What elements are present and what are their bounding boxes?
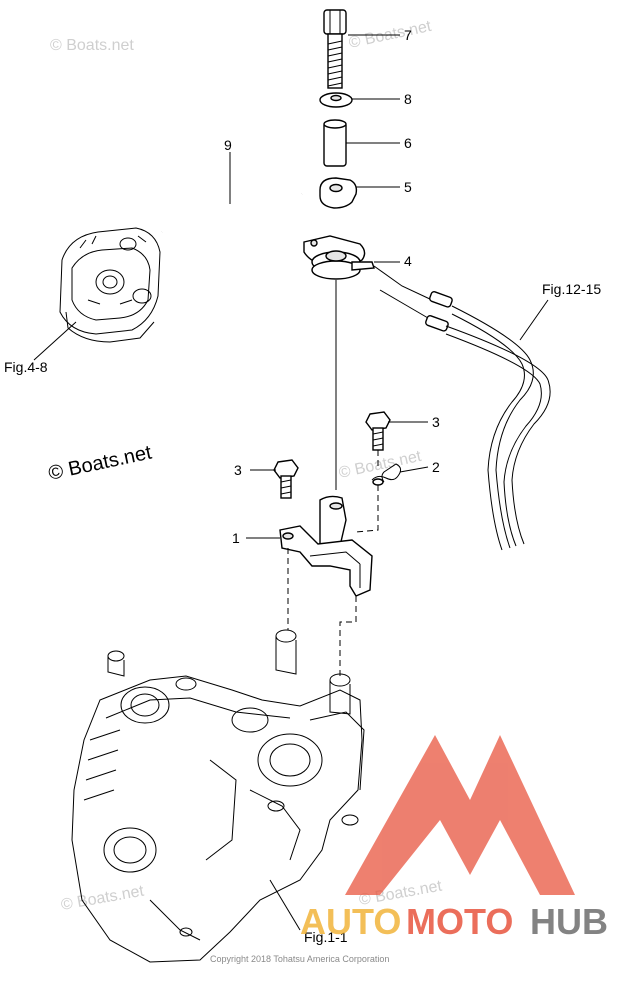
collar-part-6: [323, 119, 347, 167]
carburetor-sketch: [59, 227, 161, 343]
cam-part-5: [319, 177, 358, 209]
copyright-text: Copyright 2018 Tohatsu America Corporati…: [210, 954, 389, 964]
callout-9: 9: [224, 137, 232, 153]
callout-3-left: 3: [234, 462, 242, 478]
callout-2: 2: [432, 459, 440, 475]
leader-2: [399, 466, 429, 473]
logo-moto: MOTO: [406, 901, 513, 942]
bolt-part-7: [323, 9, 347, 89]
washer-part-8: [319, 92, 353, 108]
callout-5: 5: [404, 179, 412, 195]
fig-ref-4-8: Fig.4-8: [4, 359, 48, 375]
callout-4: 4: [404, 253, 412, 269]
fig-ref-12-15: Fig.12-15: [542, 281, 601, 297]
watermark-bottom-left: © Boats.net: [60, 883, 146, 914]
automotohub-logo-mark: [345, 735, 575, 895]
logo-hub: HUB: [530, 901, 608, 942]
guide-bracket: [339, 596, 357, 676]
pulley-part-4: [303, 235, 375, 280]
callout-3-upper: 3: [432, 414, 440, 430]
callout-1: 1: [232, 530, 240, 546]
callout-8: 8: [404, 91, 412, 107]
bracket-part-1: [279, 495, 373, 597]
engine-block-sketch: [71, 629, 365, 963]
guide-clip: [355, 485, 379, 533]
boats-net-label: © Boats.net: [46, 441, 154, 484]
automotohub-wordmark: AUTO MOTO HUB: [300, 901, 608, 942]
leader-fig-12-15: [519, 299, 549, 341]
bolt-part-3-left: [273, 459, 299, 499]
logo-auto: AUTO: [300, 901, 401, 942]
hose-part-9: [160, 192, 304, 234]
leader-fig-4-8: [33, 321, 77, 361]
throttle-cables: [373, 265, 551, 551]
bolt-part-3-upper: [365, 411, 391, 451]
callout-7: 7: [404, 27, 412, 43]
callout-6: 6: [404, 135, 412, 151]
fig-ref-1-1: Fig.1-1: [304, 929, 348, 945]
leader-fig-1-1: [269, 879, 301, 931]
watermark-top-left: © Boats.net: [50, 37, 134, 54]
